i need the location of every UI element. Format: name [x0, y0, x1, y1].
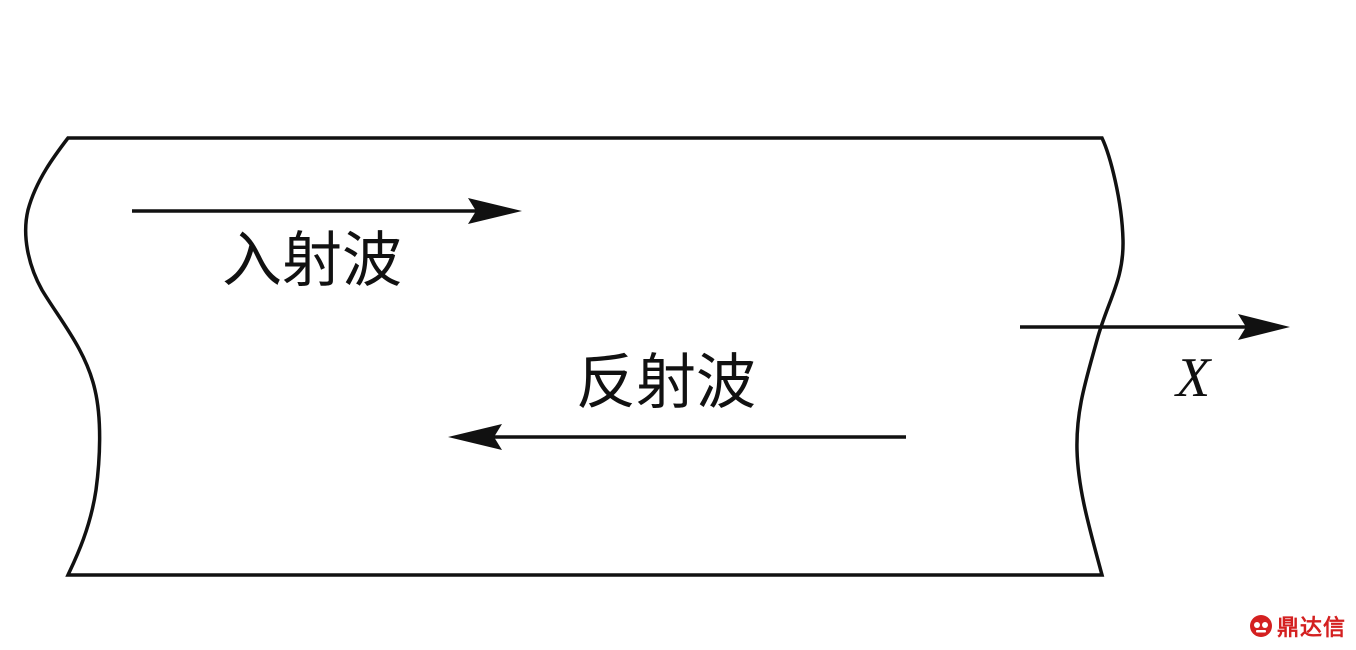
- x-axis-label: X: [1174, 347, 1213, 409]
- watermark-logo-icon: [1249, 615, 1272, 637]
- watermark: 鼎达信: [1249, 610, 1346, 642]
- x-axis-arrowhead: [1238, 314, 1290, 340]
- reflected-wave-arrowhead: [448, 424, 502, 450]
- incident-wave-arrowhead: [468, 198, 522, 224]
- medium-outline: [23, 136, 1125, 577]
- incident-wave-label: 入射波: [222, 226, 402, 296]
- watermark-text: 鼎达信: [1276, 616, 1346, 641]
- reflected-wave-label: 反射波: [576, 348, 756, 418]
